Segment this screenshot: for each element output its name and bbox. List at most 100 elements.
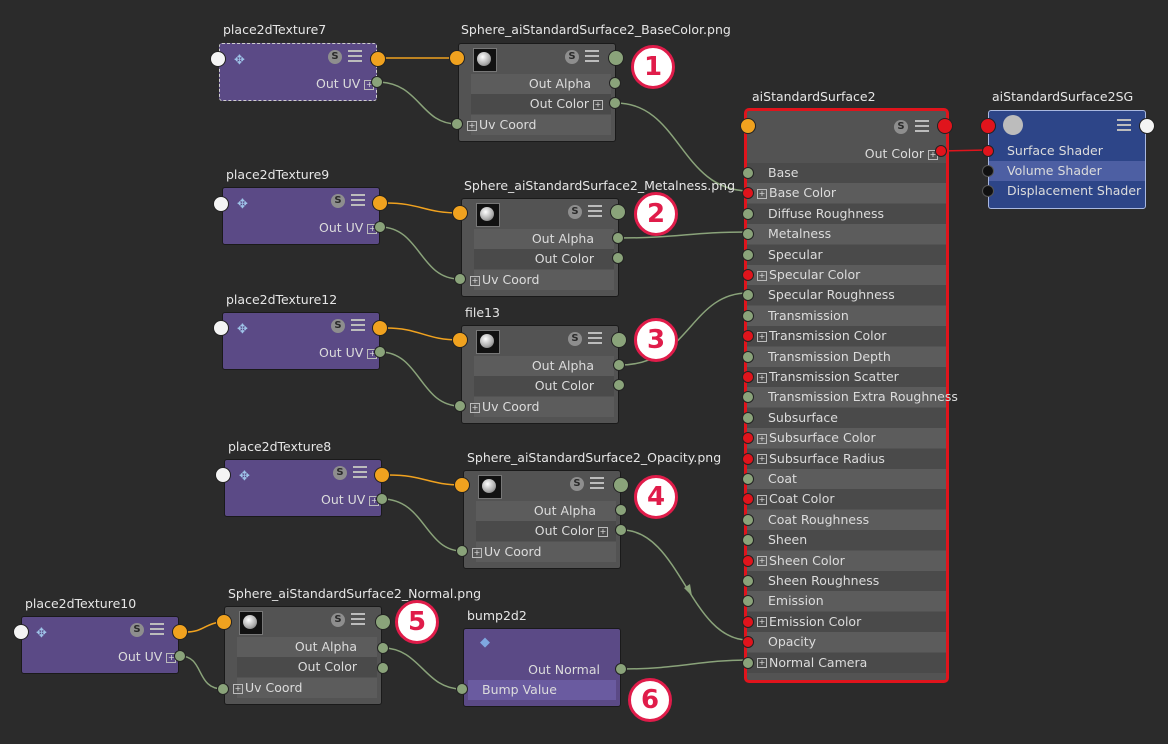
place2dTexture8-node[interactable]: ✥ S Out UV + — [224, 459, 382, 517]
uv-coord-port[interactable] — [456, 545, 468, 557]
basecolor-file-node[interactable]: S Out Alpha Out Color + +Uv Coord — [458, 43, 616, 142]
menu-icon[interactable] — [353, 466, 367, 478]
place2dTexture12-node[interactable]: ✥ S Out UV + — [222, 312, 380, 370]
output-port[interactable] — [372, 320, 388, 336]
shader-attr-port[interactable] — [742, 513, 754, 526]
output-port[interactable] — [610, 204, 626, 220]
out-color-port[interactable] — [613, 379, 625, 391]
expand-icon[interactable]: + — [757, 372, 767, 383]
bump2d2-node[interactable]: ◆ Out Normal Bump Value — [463, 628, 621, 707]
shader-attr-port[interactable] — [742, 391, 754, 404]
shader-attr-port[interactable] — [742, 207, 754, 220]
out-color-port[interactable] — [615, 524, 627, 536]
shader-attr-port[interactable] — [742, 615, 754, 628]
shader-attr-port[interactable] — [742, 330, 754, 343]
shading-s-icon[interactable]: S — [568, 205, 582, 219]
out-alpha-port[interactable] — [377, 642, 389, 654]
out-color-port[interactable] — [612, 252, 624, 264]
shader-attr-port[interactable] — [742, 350, 754, 363]
expand-icon[interactable]: + — [757, 494, 767, 505]
shading-s-icon[interactable]: S — [568, 332, 582, 346]
expand-icon[interactable]: + — [757, 617, 767, 628]
shader-attr-port[interactable] — [742, 371, 754, 383]
menu-icon[interactable] — [915, 120, 929, 132]
shader-attr-port[interactable] — [742, 167, 754, 179]
input-port[interactable] — [213, 320, 229, 336]
shader-attr-port[interactable] — [742, 473, 754, 485]
out-color-port[interactable] — [377, 662, 389, 674]
menu-icon[interactable] — [588, 332, 602, 344]
menu-icon[interactable] — [588, 205, 602, 217]
place2dTexture9-node[interactable]: ✥ S Out UV + — [222, 187, 380, 245]
output-port[interactable] — [375, 614, 391, 630]
shader-attr-port[interactable] — [742, 411, 754, 424]
out-alpha-port[interactable] — [612, 232, 624, 244]
menu-icon[interactable] — [348, 50, 362, 62]
menu-icon[interactable] — [585, 50, 599, 62]
aiStandardSurface2SG-node[interactable]: Surface Shader Volume Shader Displacemen… — [988, 110, 1146, 209]
out-alpha-port[interactable] — [609, 77, 621, 89]
shading-s-icon[interactable]: S — [894, 120, 908, 134]
shader-attr-port[interactable] — [742, 432, 754, 445]
uv-coord-port[interactable] — [217, 683, 229, 695]
output-port[interactable] — [370, 51, 386, 67]
expand-icon[interactable]: + — [757, 556, 767, 567]
shading-s-icon[interactable]: S — [331, 319, 345, 333]
bump-value-port[interactable] — [456, 683, 468, 695]
shader-out-color-port[interactable] — [935, 145, 947, 157]
input-port[interactable] — [449, 50, 465, 66]
shader-attr-port[interactable] — [742, 452, 754, 465]
expand-icon[interactable]: + — [757, 454, 767, 465]
place2dTexture10-node[interactable]: ✥ S Out UV + — [21, 616, 179, 674]
metalness-file-node[interactable]: S Out Alpha Out Color +Uv Coord — [461, 198, 619, 297]
menu-icon[interactable] — [1117, 119, 1131, 131]
input-port[interactable] — [13, 624, 29, 640]
shading-s-icon[interactable]: S — [565, 50, 579, 64]
sg-input-port[interactable] — [980, 118, 996, 134]
surface-shader-port[interactable] — [982, 145, 994, 157]
opacity-file-node[interactable]: S Out Alpha Out Color + +Uv Coord — [463, 470, 621, 569]
shading-s-icon[interactable]: S — [331, 613, 345, 627]
menu-icon[interactable] — [351, 613, 365, 625]
out-uv-port[interactable] — [376, 493, 388, 505]
input-port[interactable] — [452, 332, 468, 348]
expand-icon[interactable]: + — [757, 433, 767, 444]
shader-attr-port[interactable] — [742, 656, 754, 669]
shading-s-icon[interactable]: S — [333, 466, 347, 480]
output-port[interactable] — [372, 195, 388, 211]
shader-attr-port[interactable] — [742, 554, 754, 567]
out-color-port[interactable] — [609, 97, 621, 109]
menu-icon[interactable] — [351, 319, 365, 331]
shader-attr-port[interactable] — [742, 595, 754, 608]
shader-output-port[interactable] — [937, 118, 953, 134]
input-port[interactable] — [452, 205, 468, 221]
sg-output-port[interactable] — [1139, 118, 1155, 134]
shader-attr-port[interactable] — [742, 269, 754, 281]
input-port[interactable] — [215, 467, 231, 483]
out-uv-port[interactable] — [174, 650, 186, 662]
shader-attr-port[interactable] — [742, 493, 754, 506]
shader-attr-port[interactable] — [742, 248, 754, 261]
uv-coord-port[interactable] — [451, 118, 463, 130]
shader-input-port[interactable] — [740, 118, 756, 134]
shader-attr-port[interactable] — [742, 534, 754, 547]
output-port[interactable] — [611, 332, 627, 348]
shading-s-icon[interactable]: S — [331, 194, 345, 208]
input-port[interactable] — [213, 196, 229, 212]
out-uv-port[interactable] — [371, 76, 383, 88]
input-port[interactable] — [210, 51, 226, 67]
shading-s-icon[interactable]: S — [570, 477, 584, 491]
output-port[interactable] — [608, 50, 624, 66]
file13-node[interactable]: S Out Alpha Out Color +Uv Coord — [461, 325, 619, 424]
out-uv-port[interactable] — [374, 221, 386, 233]
shader-attr-port[interactable] — [742, 228, 754, 241]
expand-icon[interactable]: + — [757, 270, 767, 281]
place2dTexture7-node[interactable]: ✥ S Out UV + — [219, 43, 377, 101]
uv-coord-port[interactable] — [454, 273, 466, 285]
displacement-shader-port[interactable] — [982, 185, 994, 197]
menu-icon[interactable] — [351, 194, 365, 206]
output-port[interactable] — [613, 477, 629, 493]
output-port[interactable] — [374, 467, 390, 483]
shading-s-icon[interactable]: S — [130, 623, 144, 637]
